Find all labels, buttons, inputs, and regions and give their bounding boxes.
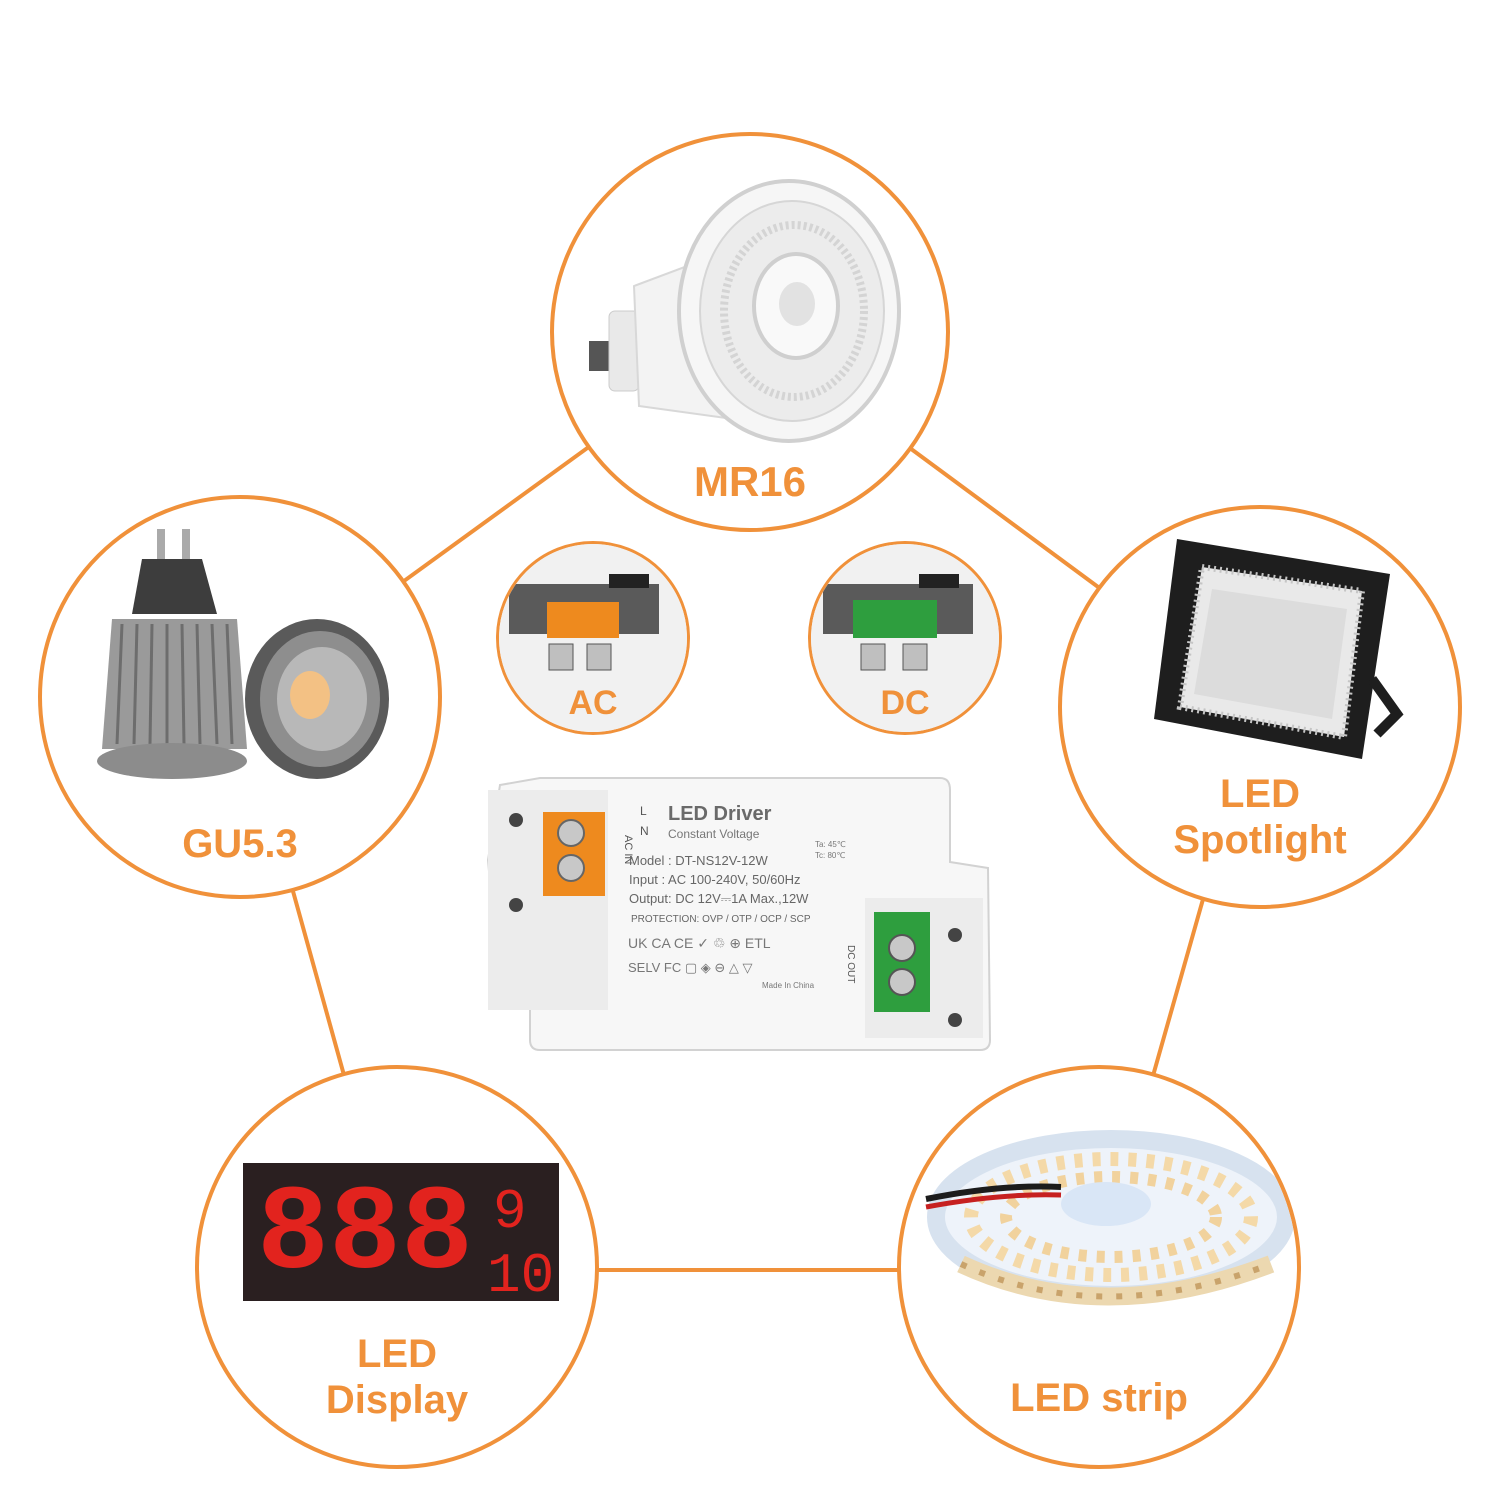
led-spotlight-label-line2: Spotlight: [1173, 818, 1347, 862]
led-spotlight-label: LED Spotlight: [1062, 771, 1458, 863]
dc-out-marking: DC OUT: [845, 945, 856, 983]
ac-in-marking: AC IN: [622, 835, 634, 864]
seven-segment-display-icon: 888 9 10: [243, 1163, 559, 1308]
cob-spotlight-bulb-icon: [97, 529, 389, 779]
gu53-circle: GU5.3: [38, 495, 442, 899]
made-in-marking: Made In China: [762, 981, 815, 990]
certification-marks-row1: UK CA CE ✓ ♲ ⊕ ETL: [628, 935, 771, 951]
led-strip-label: LED strip: [1010, 1376, 1188, 1420]
dc-terminal-circle: DC: [808, 541, 1002, 735]
led-display-circle: 888 9 10 LED Display: [195, 1065, 599, 1469]
dc-label: DC: [880, 684, 930, 722]
model-line: Model : DT-NS12V-12W: [629, 853, 768, 868]
output-line: Output: DC 12V⎓1A Max.,12W: [629, 891, 809, 906]
mr16-circle: MR16: [550, 132, 950, 532]
ac-label: AC: [568, 684, 618, 722]
terminal-l-marking: L: [640, 804, 647, 818]
ta-rating: Ta: 45℃: [815, 840, 846, 849]
led-strip-circle: LED strip: [897, 1065, 1301, 1469]
gu10-led-bulb-icon: [589, 179, 901, 443]
led-display-label: LED Display: [199, 1331, 595, 1423]
led-display-label-line1: LED: [357, 1332, 437, 1376]
display-side-digit-bottom: 10: [487, 1244, 554, 1308]
driver-subtitle: Constant Voltage: [668, 827, 760, 841]
led-spotlight-circle: LED Spotlight: [1058, 505, 1462, 909]
driver-title: LED Driver: [668, 803, 772, 825]
green-terminal-block-icon: [811, 544, 999, 732]
mr16-label: MR16: [693, 458, 807, 505]
protection-line: PROTECTION: OVP / OTP / OCP / SCP: [631, 914, 811, 925]
led-floodlight-icon: [1154, 539, 1404, 759]
terminal-n-marking: N: [640, 824, 649, 838]
display-side-digit-top: 9: [493, 1180, 527, 1244]
display-digits: 888: [257, 1168, 473, 1304]
input-line: Input : AC 100-240V, 50/60Hz: [629, 872, 801, 887]
gu53-label: GU5.3: [182, 822, 298, 866]
led-strip-reel-icon: [925, 1130, 1295, 1306]
orange-terminal-block-icon: [499, 544, 687, 732]
tc-rating: Tc: 80℃: [815, 851, 845, 860]
certification-marks-row2: SELV FC ▢ ◈ ⊖ △ ▽: [628, 960, 752, 975]
ac-terminal-circle: AC: [496, 541, 690, 735]
led-display-label-line2: Display: [325, 1378, 469, 1422]
led-spotlight-label-line1: LED: [1220, 772, 1300, 816]
